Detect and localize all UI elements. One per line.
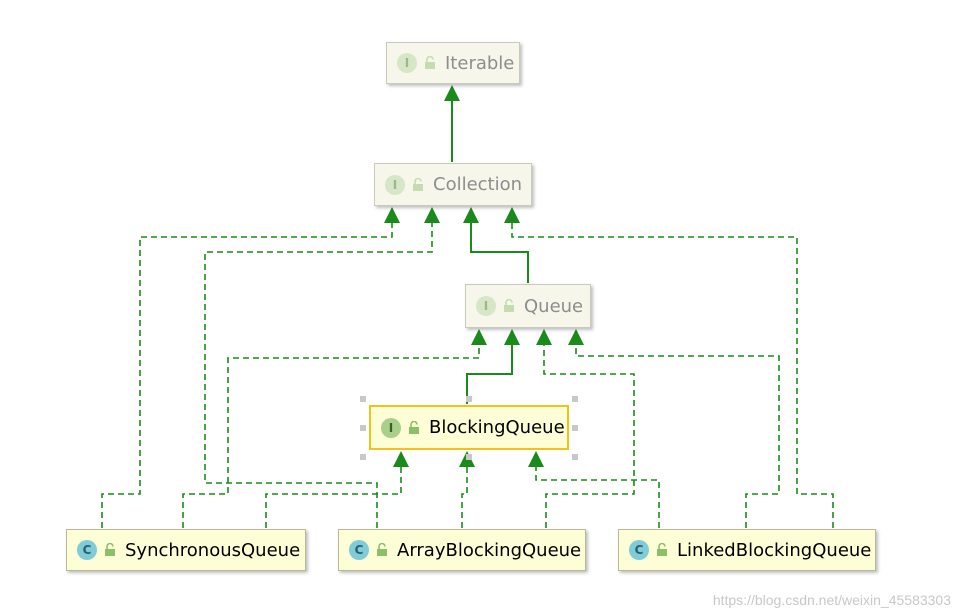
- unlock-icon: [413, 177, 423, 191]
- edge-queue-collection: [470, 222, 529, 283]
- node-blocking-queue[interactable]: I BlockingQueue: [369, 405, 569, 450]
- arrowhead: [568, 329, 584, 345]
- selection-handle[interactable]: [466, 454, 472, 460]
- edge-linked-queue: [575, 344, 780, 528]
- class-icon: C: [629, 540, 649, 560]
- selection-handle[interactable]: [572, 425, 578, 431]
- watermark: https://blog.csdn.net/weixin_45583303: [712, 592, 951, 608]
- arrowhead: [384, 207, 400, 223]
- node-linked-blocking-queue[interactable]: C LinkedBlockingQueue: [618, 529, 876, 571]
- unlock-icon: [377, 543, 387, 556]
- selection-handle[interactable]: [360, 454, 366, 460]
- edge-linked-blockingqueue: [535, 466, 660, 528]
- unlock-icon: [409, 420, 419, 434]
- edge-blockingqueue-queue: [466, 344, 513, 404]
- node-label: Collection: [433, 174, 523, 195]
- selection-handle[interactable]: [360, 396, 366, 402]
- arrowhead: [504, 207, 520, 223]
- unlock-icon: [657, 543, 667, 556]
- arrowhead: [393, 451, 409, 467]
- edge-sync-blockingqueue: [265, 466, 402, 528]
- node-label: Iterable: [445, 52, 515, 74]
- edge-sync-collection: [101, 222, 393, 528]
- selection-handle[interactable]: [360, 425, 366, 431]
- unlock-icon: [425, 56, 435, 69]
- node-queue[interactable]: I Queue: [465, 284, 591, 328]
- node-label: SynchronousQueue: [125, 539, 301, 561]
- selection-handle[interactable]: [572, 396, 578, 402]
- edge-array-blockingqueue: [461, 466, 468, 528]
- class-icon: C: [77, 540, 97, 560]
- arrowhead: [504, 329, 520, 345]
- node-label: LinkedBlockingQueue: [677, 539, 872, 561]
- interface-icon: I: [476, 296, 496, 316]
- arrowhead: [528, 451, 544, 467]
- arrowhead: [471, 329, 487, 345]
- arrowhead: [536, 329, 552, 345]
- selection-handle[interactable]: [572, 454, 578, 460]
- selection-handle[interactable]: [466, 396, 472, 402]
- interface-icon: I: [397, 53, 417, 73]
- unlock-icon: [105, 543, 115, 556]
- edge-array-queue: [543, 344, 635, 528]
- edge-linked-collection: [511, 222, 834, 528]
- interface-icon: I: [381, 417, 401, 438]
- node-label: BlockingQueue: [429, 417, 565, 438]
- node-label: Queue: [524, 295, 584, 317]
- unlock-icon: [504, 299, 514, 312]
- node-synchronous-queue[interactable]: C SynchronousQueue: [66, 529, 306, 571]
- arrowhead: [463, 207, 479, 223]
- arrowhead: [444, 85, 460, 101]
- class-icon: C: [349, 540, 369, 560]
- arrowhead: [424, 207, 440, 223]
- edge-array-collection: [204, 222, 433, 528]
- node-iterable[interactable]: I Iterable: [386, 42, 520, 84]
- node-array-blocking-queue[interactable]: C ArrayBlockingQueue: [338, 529, 586, 571]
- node-label: ArrayBlockingQueue: [397, 539, 582, 561]
- interface-icon: I: [385, 174, 405, 195]
- node-collection[interactable]: I Collection: [374, 163, 532, 206]
